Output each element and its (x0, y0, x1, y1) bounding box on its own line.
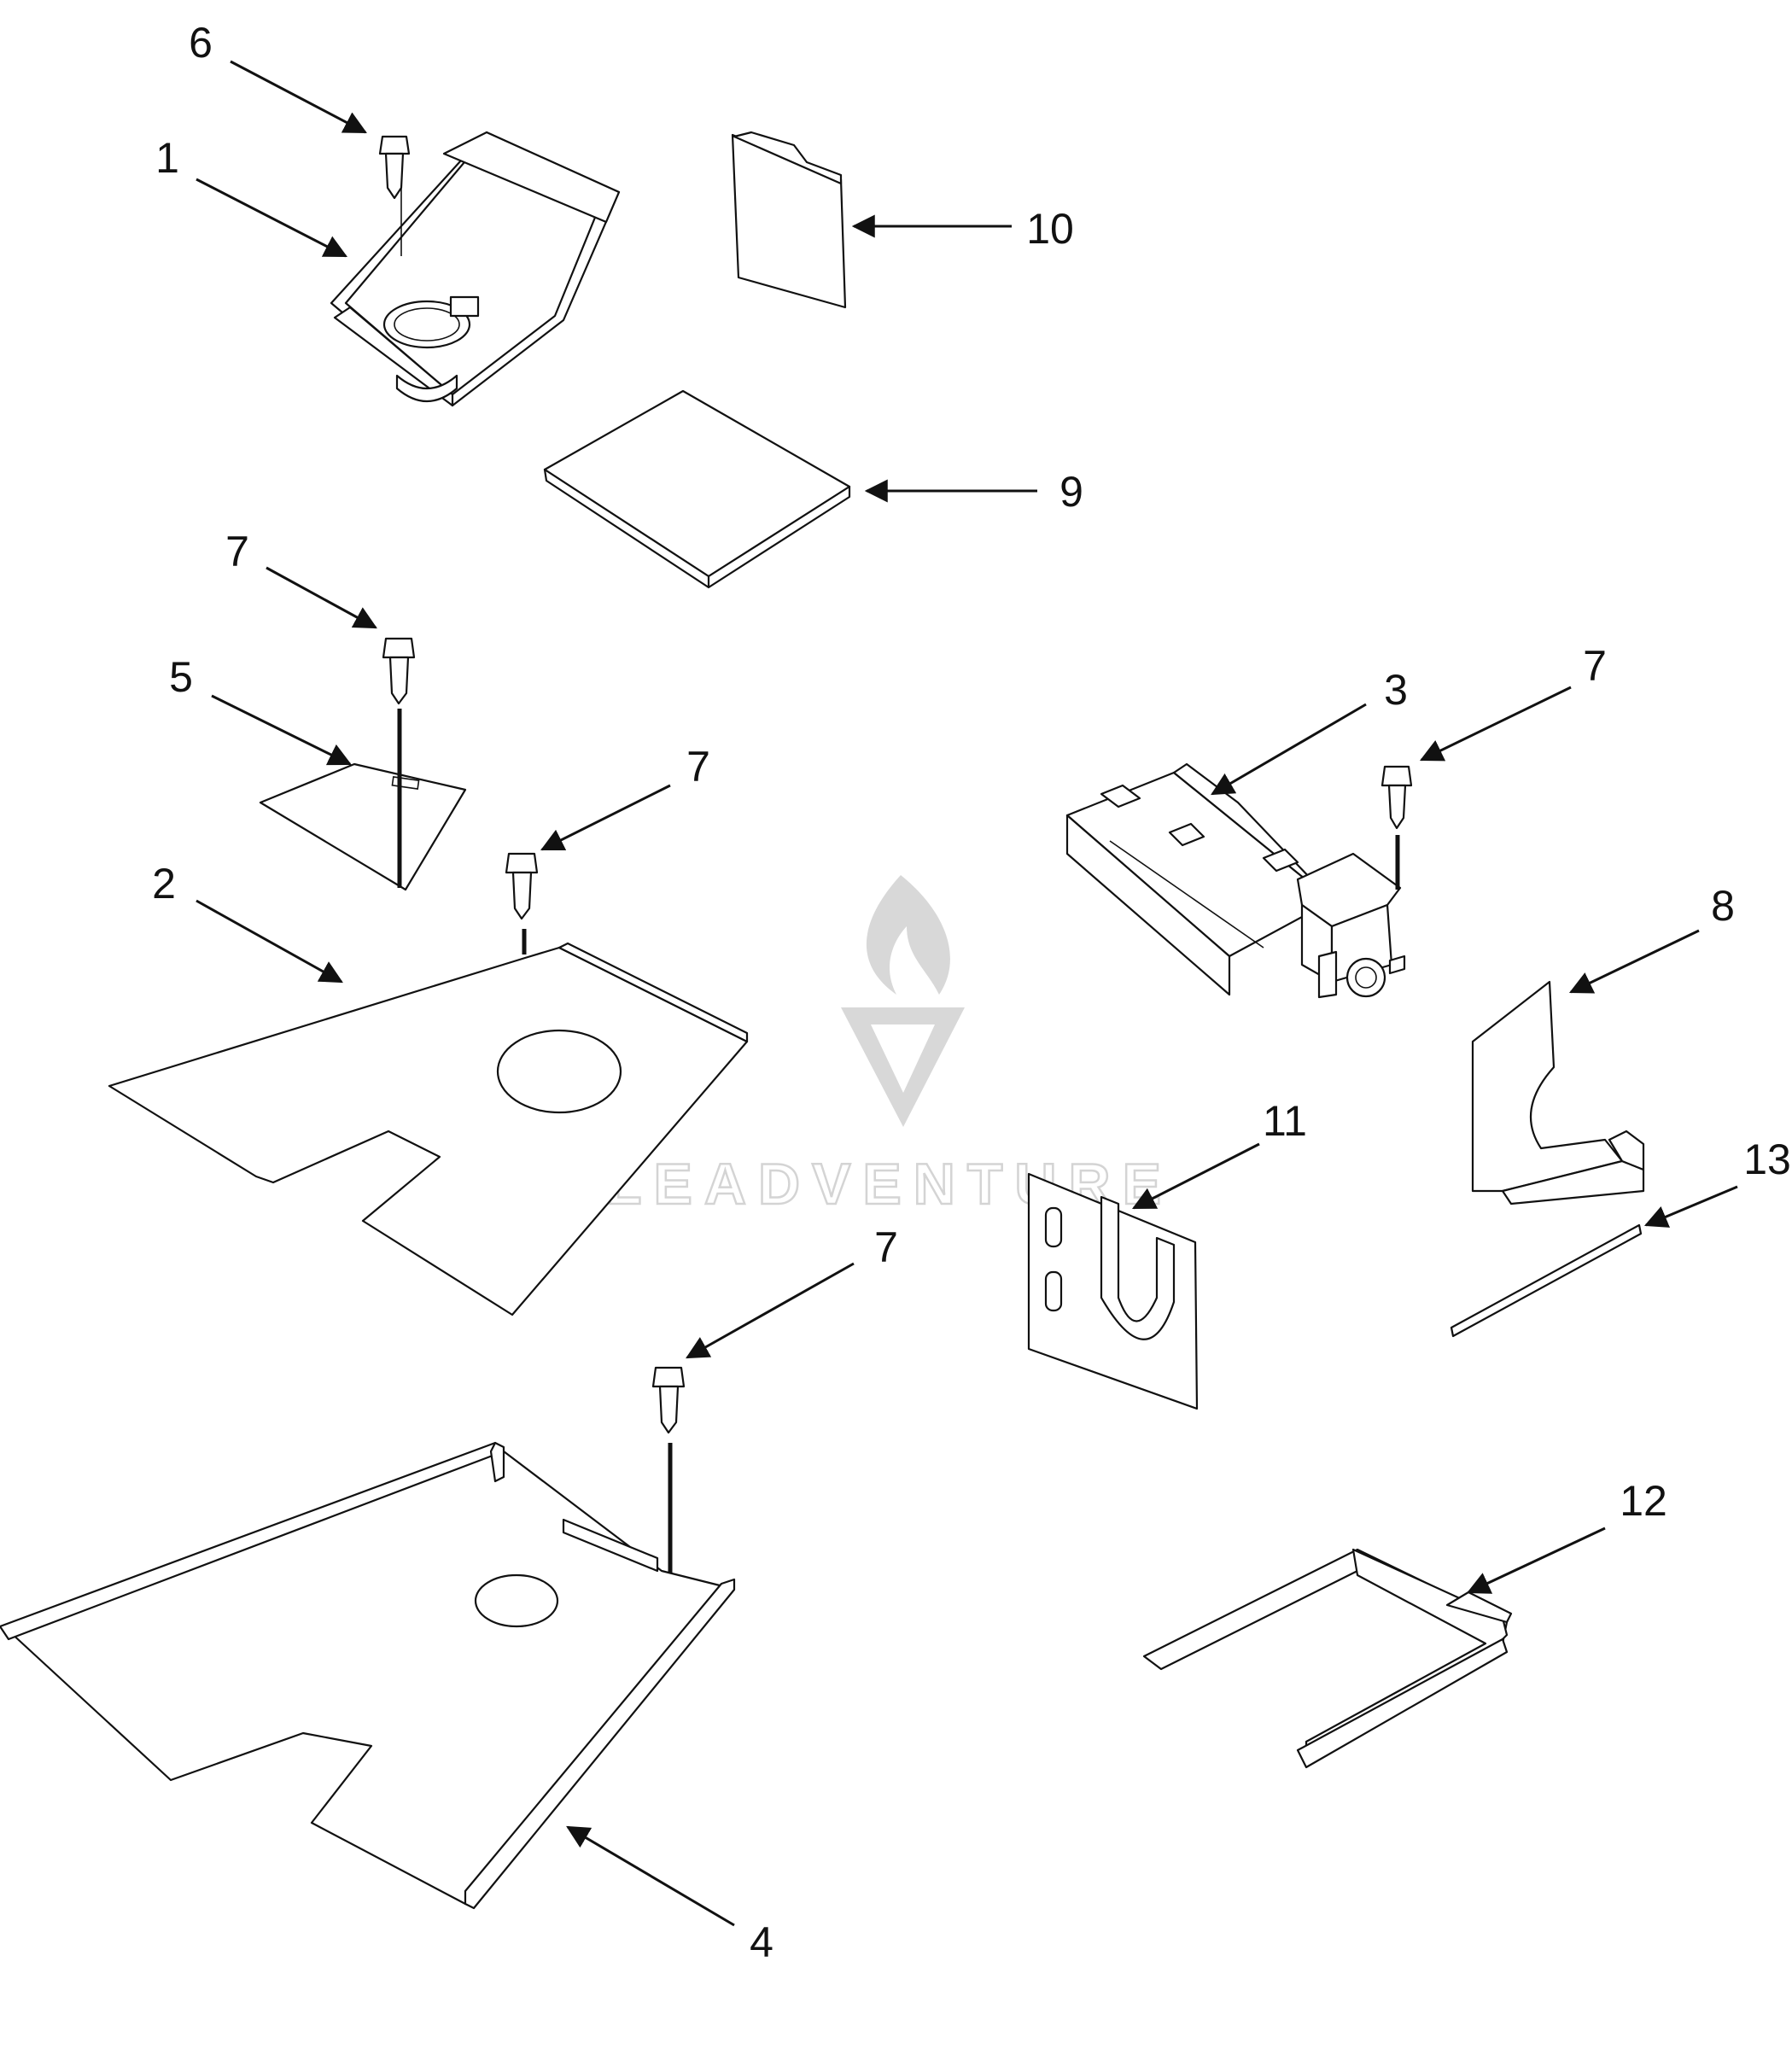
callout-9: 9 (1059, 468, 1083, 516)
part-7-screw-b (505, 852, 539, 920)
part-7-screw-d (651, 1366, 686, 1434)
part-4-base-pan (7, 1450, 732, 1906)
callout-1: 1 (155, 134, 179, 182)
part-1-vent-hood (330, 131, 621, 407)
part-8-bracket (1471, 980, 1624, 1193)
part-11-u-slot (1100, 1195, 1176, 1340)
part-10-tab (733, 131, 843, 185)
part-4-rear-flange (489, 1441, 505, 1483)
leader-2 (196, 899, 343, 984)
part-5-plate (259, 762, 467, 891)
part-12-tab (1445, 1591, 1513, 1624)
callout-8: 8 (1711, 882, 1735, 930)
leader-7b (540, 784, 671, 851)
watermark-logo (841, 875, 965, 1127)
part-5-slot (391, 776, 420, 790)
leader-1 (196, 178, 348, 258)
leader-3 (1211, 703, 1367, 796)
leader-7c (1419, 686, 1572, 762)
leader-8 (1568, 929, 1700, 994)
callout-5: 5 (169, 653, 193, 701)
callout-13: 13 (1743, 1135, 1791, 1183)
callout-7d: 7 (874, 1223, 898, 1271)
part-11-slot-b (1044, 1270, 1063, 1312)
leader-4 (566, 1825, 735, 1927)
part-12-rail-bottom (1296, 1637, 1509, 1769)
part-8-flange (1608, 1130, 1645, 1171)
callout-7a: 7 (225, 528, 249, 575)
leader-13 (1643, 1185, 1738, 1228)
part-9-shelf (543, 389, 851, 578)
part-11-slot-a (1044, 1206, 1063, 1248)
leader-11 (1131, 1142, 1260, 1210)
part-3-burner-assembly (1065, 762, 1406, 999)
part-2-lip (557, 942, 749, 1043)
leader-6 (230, 60, 367, 134)
part-4-hole (474, 1573, 559, 1628)
part-2-hole (496, 1029, 622, 1114)
leader-12 (1466, 1527, 1606, 1594)
part-7-screw-a (382, 637, 416, 705)
part-8-foot (1501, 1159, 1645, 1205)
callout-6: 6 (189, 19, 213, 67)
callout-4: 4 (750, 1918, 773, 1966)
part-7-screw-c (1380, 765, 1413, 830)
callout-12: 12 (1620, 1477, 1667, 1525)
callout-2: 2 (152, 860, 176, 908)
part-4-side-rail (464, 1578, 736, 1910)
part-2-plate (108, 946, 749, 1316)
leader-7d (686, 1262, 855, 1359)
part-9-edge (543, 468, 851, 589)
part-6-screw (378, 135, 411, 200)
callout-3: 3 (1384, 666, 1408, 714)
callout-7b: 7 (686, 743, 710, 791)
callout-10: 10 (1026, 205, 1074, 253)
callout-11: 11 (1263, 1097, 1307, 1145)
leader-5 (211, 694, 353, 766)
leader-7a (266, 566, 377, 629)
part-13-strip (1450, 1223, 1643, 1338)
callout-7c: 7 (1583, 642, 1607, 690)
part-4-bracket (562, 1518, 659, 1573)
